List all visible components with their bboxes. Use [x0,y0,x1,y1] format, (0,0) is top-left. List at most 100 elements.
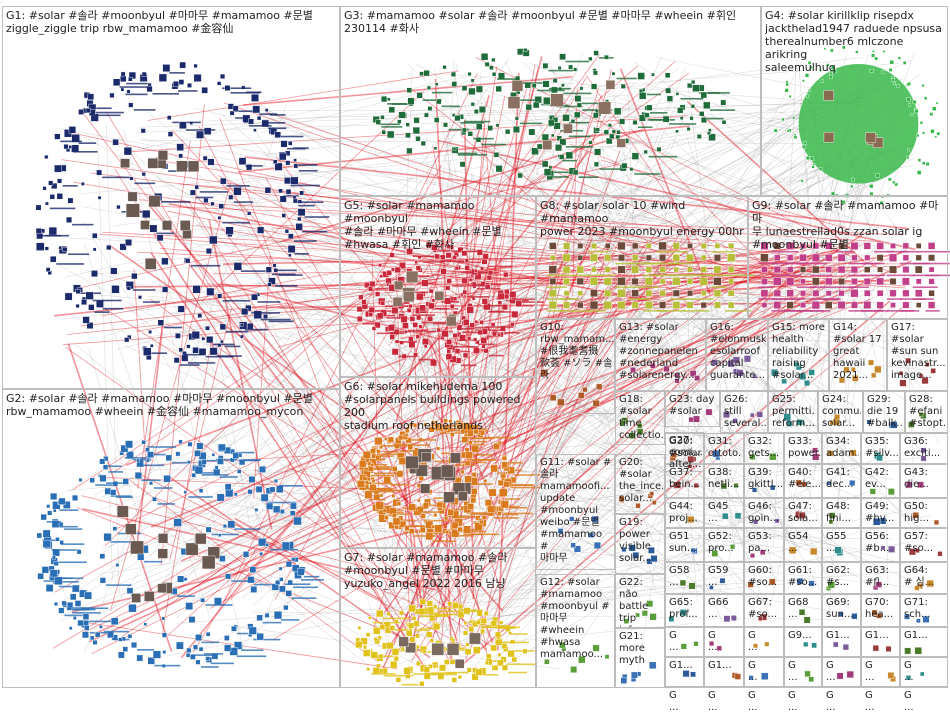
node-marker[interactable] [275,132,281,138]
node-marker[interactable] [824,90,834,100]
node-marker[interactable] [549,290,556,297]
node-marker[interactable] [484,479,487,482]
node-marker[interactable] [629,545,636,552]
node-marker[interactable] [147,452,153,458]
node-marker[interactable] [173,81,179,87]
node-marker[interactable] [825,302,832,309]
node-marker[interactable] [785,89,789,93]
node-marker[interactable] [143,348,151,356]
node-marker[interactable] [813,290,819,296]
node-marker[interactable] [794,134,796,136]
node-marker[interactable] [789,547,796,554]
node-marker[interactable] [357,316,362,321]
node-marker[interactable] [931,129,935,133]
node-marker[interactable] [830,49,833,52]
node-marker[interactable] [883,50,885,52]
node-marker[interactable] [175,333,180,338]
node-marker[interactable] [749,675,754,680]
node-marker[interactable] [499,489,507,497]
node-marker[interactable] [701,291,706,296]
node-marker[interactable] [131,273,137,279]
node-marker[interactable] [864,243,871,250]
node-marker[interactable] [577,278,584,285]
node-marker[interactable] [480,320,484,324]
node-marker[interactable] [557,399,564,406]
node-marker[interactable] [293,196,296,199]
node-marker[interactable] [872,50,874,52]
node-marker[interactable] [868,360,873,365]
node-marker[interactable] [477,249,483,255]
node-marker[interactable] [482,345,486,349]
node-marker[interactable] [517,49,523,55]
node-marker[interactable] [273,264,276,267]
node-marker[interactable] [481,53,488,60]
node-marker[interactable] [207,288,215,296]
node-marker[interactable] [149,482,152,485]
node-marker[interactable] [186,653,190,657]
node-marker[interactable] [261,494,268,501]
node-marker[interactable] [408,98,415,105]
node-marker[interactable] [141,129,146,134]
node-marker[interactable] [563,278,569,284]
node-marker[interactable] [841,200,845,204]
node-marker[interactable] [689,583,696,590]
node-marker[interactable] [544,659,549,664]
node-marker[interactable] [849,480,855,486]
node-marker[interactable] [462,128,466,132]
node-marker[interactable] [37,533,42,538]
node-marker[interactable] [421,141,426,146]
node-marker[interactable] [559,54,565,60]
node-marker[interactable] [904,614,909,619]
node-marker[interactable] [359,460,366,467]
node-marker[interactable] [563,114,570,121]
node-marker[interactable] [922,377,929,384]
node-marker[interactable] [482,515,486,519]
node-marker[interactable] [488,125,493,130]
node-marker[interactable] [162,633,167,638]
node-marker[interactable] [265,543,268,546]
node-marker[interactable] [377,313,383,319]
node-marker[interactable] [917,171,921,175]
node-marker[interactable] [920,121,923,124]
node-marker[interactable] [900,380,907,387]
node-marker[interactable] [905,358,910,363]
node-marker[interactable] [563,302,570,309]
node-marker[interactable] [757,412,763,418]
node-marker[interactable] [128,192,137,201]
node-marker[interactable] [913,100,917,104]
node-marker[interactable] [450,304,454,308]
node-marker[interactable] [605,267,611,273]
node-marker[interactable] [568,65,572,69]
node-marker[interactable] [153,651,161,659]
node-marker[interactable] [893,82,895,84]
node-marker[interactable] [570,666,576,672]
node-marker[interactable] [428,106,432,110]
node-marker[interactable] [465,461,470,466]
node-marker[interactable] [733,357,740,364]
node-marker[interactable] [890,243,895,248]
node-marker[interactable] [803,642,808,647]
node-marker[interactable] [639,92,646,99]
node-marker[interactable] [645,113,650,118]
node-marker[interactable] [692,85,699,92]
node-marker[interactable] [297,568,304,575]
node-marker[interactable] [850,450,856,456]
node-marker[interactable] [812,165,815,168]
node-marker[interactable] [126,204,140,218]
node-marker[interactable] [687,267,693,273]
node-marker[interactable] [906,675,911,680]
node-marker[interactable] [492,332,496,336]
node-marker[interactable] [559,155,564,160]
node-marker[interactable] [263,314,267,318]
node-marker[interactable] [478,330,483,335]
node-marker[interactable] [659,242,667,250]
node-marker[interactable] [117,506,128,517]
node-marker[interactable] [435,254,440,259]
node-marker[interactable] [253,129,256,132]
node-marker[interactable] [864,278,870,284]
node-marker[interactable] [424,423,427,426]
node-marker[interactable] [189,616,195,622]
node-marker[interactable] [131,642,137,648]
node-marker[interactable] [63,247,68,252]
node-marker[interactable] [469,278,472,281]
